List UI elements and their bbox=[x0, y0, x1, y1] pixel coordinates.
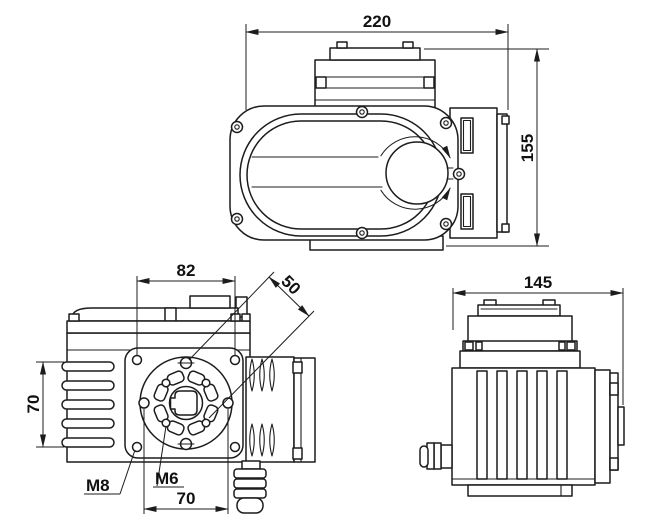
dim-label-70-left: 70 bbox=[24, 395, 43, 414]
side-bolt-hole bbox=[138, 397, 150, 409]
coupling-pads bbox=[153, 370, 219, 436]
fin bbox=[516, 370, 528, 480]
corner-bolt-hole bbox=[229, 441, 241, 453]
m6-hole bbox=[161, 378, 171, 388]
dim-bolt-circle-spacing: 70 bbox=[143, 409, 229, 514]
dim-flange-hole-spacing: 82 bbox=[136, 261, 236, 356]
output-shaft-key bbox=[169, 390, 198, 416]
dim-side-width: 145 bbox=[452, 273, 624, 405]
dim-fin-section-height: 70 bbox=[24, 361, 64, 448]
mounting-flange bbox=[124, 347, 244, 459]
side-foot bbox=[467, 484, 573, 497]
dim-label-155: 155 bbox=[518, 134, 537, 162]
corner-bolt-hole bbox=[131, 354, 143, 366]
m6-hole bbox=[201, 418, 211, 428]
side-bolt-hole bbox=[222, 397, 234, 409]
vent-slot bbox=[460, 193, 474, 230]
thread-label-m6: M6 bbox=[155, 469, 179, 488]
gear-cover-top bbox=[229, 105, 459, 241]
cable-gland-front bbox=[233, 460, 267, 514]
fin bbox=[536, 370, 548, 480]
motor-end-cap bbox=[293, 357, 316, 463]
dim-label-82: 82 bbox=[177, 261, 196, 280]
motor-fins-front bbox=[245, 356, 316, 463]
dim-label-70-bottom: 70 bbox=[177, 489, 196, 508]
fin bbox=[556, 370, 568, 480]
front-view: 82 50 70 70 M8 M6 bbox=[24, 261, 316, 514]
cable-gland-side bbox=[419, 442, 453, 470]
cooling-fins-left bbox=[61, 361, 115, 448]
side-top-stack bbox=[459, 299, 581, 369]
dim-label-220: 220 bbox=[363, 12, 391, 31]
rotation-arrow-cw bbox=[380, 136, 451, 159]
terminal-box bbox=[314, 41, 436, 113]
corner-bolt-hole bbox=[229, 354, 241, 366]
cover-screws bbox=[230, 105, 466, 240]
rotation-arrow-ccw bbox=[380, 187, 451, 210]
side-right-panel bbox=[594, 369, 625, 484]
dim-overall-length: 220 bbox=[245, 12, 509, 110]
dim-label-50: 50 bbox=[277, 272, 304, 299]
dim-overall-depth: 155 bbox=[424, 48, 549, 247]
front-top-cover bbox=[66, 295, 251, 334]
corner-bolt-hole bbox=[131, 441, 143, 453]
dim-label-145: 145 bbox=[524, 273, 552, 292]
motor-housing-top bbox=[449, 107, 510, 239]
slotted-screws bbox=[177, 356, 195, 451]
label-m6: M6 bbox=[153, 425, 184, 488]
m6-hole bbox=[201, 378, 211, 388]
label-m8: M8 bbox=[84, 449, 136, 495]
vent-slot bbox=[460, 117, 474, 154]
top-view: 220 155 bbox=[229, 12, 549, 251]
side-view: 145 bbox=[419, 273, 625, 497]
position-indicator-window bbox=[385, 141, 449, 205]
fin bbox=[496, 370, 508, 480]
thread-label-m8: M8 bbox=[86, 476, 110, 495]
top-vent bbox=[189, 295, 231, 309]
side-body bbox=[451, 367, 596, 486]
m6-hole bbox=[161, 418, 171, 428]
fin bbox=[476, 370, 488, 480]
end-cap bbox=[496, 113, 508, 233]
